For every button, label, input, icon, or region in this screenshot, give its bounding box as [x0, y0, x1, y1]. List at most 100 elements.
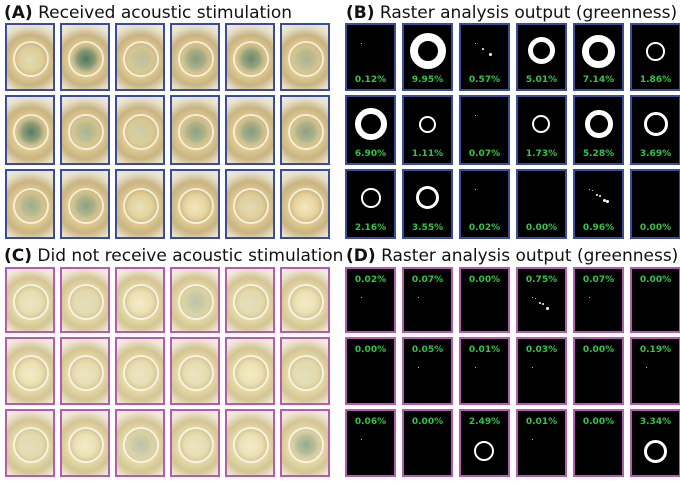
green-stain	[127, 118, 155, 146]
green-stain	[237, 192, 265, 220]
stimulated-plate-photo	[280, 169, 330, 239]
greenness-percent: 0.00%	[354, 345, 387, 355]
control-plate-photo	[5, 337, 55, 405]
greenness-region	[528, 37, 556, 65]
greenness-speck	[475, 115, 476, 116]
stimulated-plate-photo	[225, 169, 275, 239]
control-plate-photo	[115, 267, 165, 333]
panel-b-title: (B) Raster analysis output (greenness)	[346, 3, 677, 23]
green-stain	[292, 45, 320, 73]
plate-rim	[233, 355, 269, 391]
plate-rim	[68, 284, 104, 320]
stimulated-raster-tile: 1.11%	[402, 95, 453, 165]
greenness-speck	[603, 199, 606, 202]
stimulated-plate-photo	[115, 169, 165, 239]
stimulated-raster-tile: 7.14%	[573, 23, 624, 91]
plate-rim	[13, 41, 49, 77]
greenness-percent: 0.06%	[354, 417, 387, 427]
green-stain	[17, 118, 45, 146]
greenness-percent: 7.14%	[582, 75, 615, 85]
greenness-percent: 5.01%	[525, 75, 558, 85]
greenness-speck	[589, 297, 590, 298]
stimulated-raster-tile: 2.16%	[345, 169, 396, 239]
stimulated-plate-photo	[60, 23, 110, 91]
greenness-speck	[418, 367, 419, 368]
greenness-percent: 0.57%	[468, 75, 501, 85]
greenness-percent: 3.69%	[639, 149, 672, 159]
control-plate-photo	[115, 337, 165, 405]
greenness-speck	[489, 53, 492, 56]
greenness-region	[355, 108, 387, 140]
greenness-percent: 0.00%	[468, 275, 501, 285]
greenness-speck	[361, 439, 362, 440]
green-stain	[72, 45, 100, 73]
plate-rim	[68, 427, 104, 463]
greenness-percent: 0.01%	[525, 417, 558, 427]
greenness-percent: 0.00%	[525, 223, 558, 233]
greenness-percent: 0.07%	[411, 275, 444, 285]
greenness-speck	[361, 43, 362, 44]
plate-rim	[288, 41, 324, 77]
stimulated-raster-tile: 1.86%	[630, 23, 680, 91]
plate-rim	[68, 41, 104, 77]
greenness-speck	[539, 302, 541, 304]
stimulated-plate-photo	[170, 169, 220, 239]
greenness-speck	[592, 190, 593, 191]
plate-rim	[233, 41, 269, 77]
green-stain	[182, 431, 210, 459]
greenness-speck	[542, 303, 544, 305]
greenness-region	[582, 35, 615, 68]
control-plate-photo	[170, 409, 220, 477]
control-raster-tile: 0.03%	[516, 337, 567, 405]
plate-rim	[68, 114, 104, 150]
greenness-percent: 5.28%	[582, 149, 615, 159]
control-plate-photo	[170, 337, 220, 405]
green-stain	[17, 431, 45, 459]
panel-c-title: (C) Did not receive acoustic stimulation	[4, 246, 343, 266]
stimulated-plate-photo	[280, 23, 330, 91]
green-stain	[17, 45, 45, 73]
plate-rim	[178, 114, 214, 150]
control-raster-tile: 0.00%	[630, 267, 680, 333]
control-plate-photo	[5, 267, 55, 333]
green-stain	[182, 118, 210, 146]
stimulated-raster-tile: 6.90%	[345, 95, 396, 165]
control-raster-tile: 0.01%	[459, 337, 510, 405]
greenness-percent: 0.00%	[411, 417, 444, 427]
green-stain	[72, 192, 100, 220]
stimulated-raster-tile: 0.96%	[573, 169, 624, 239]
plate-rim	[123, 41, 159, 77]
plate-rim	[233, 284, 269, 320]
control-plate-photo	[60, 409, 110, 477]
greenness-percent: 0.00%	[639, 275, 672, 285]
greenness-speck	[482, 48, 484, 50]
greenness-percent: 1.11%	[411, 149, 444, 159]
greenness-speck	[475, 43, 476, 44]
greenness-speck	[535, 298, 536, 299]
panel-d-title: (D) Raster analysis output (greenness)	[346, 246, 678, 266]
control-plate-photo	[225, 409, 275, 477]
greenness-region	[644, 440, 667, 463]
control-plate-photo	[225, 267, 275, 333]
green-stain	[292, 359, 320, 387]
greenness-speck	[475, 367, 476, 368]
plate-rim	[288, 114, 324, 150]
plate-rim	[233, 427, 269, 463]
greenness-percent: 0.07%	[468, 149, 501, 159]
stimulated-plate-photo	[5, 95, 55, 165]
green-stain	[237, 45, 265, 73]
greenness-percent: 2.49%	[468, 417, 501, 427]
greenness-region	[585, 110, 613, 138]
stimulated-plate-photo	[5, 23, 55, 91]
plate-rim	[68, 355, 104, 391]
greenness-percent: 0.96%	[582, 223, 615, 233]
stimulated-raster-tile: 0.07%	[459, 95, 510, 165]
greenness-region	[361, 188, 381, 208]
stimulated-raster-tile: 0.57%	[459, 23, 510, 91]
greenness-speck	[418, 297, 419, 298]
control-raster-tile: 0.75%	[516, 267, 567, 333]
plate-rim	[13, 284, 49, 320]
greenness-region	[646, 42, 665, 61]
greenness-percent: 9.95%	[411, 75, 444, 85]
control-plate-photo	[115, 409, 165, 477]
